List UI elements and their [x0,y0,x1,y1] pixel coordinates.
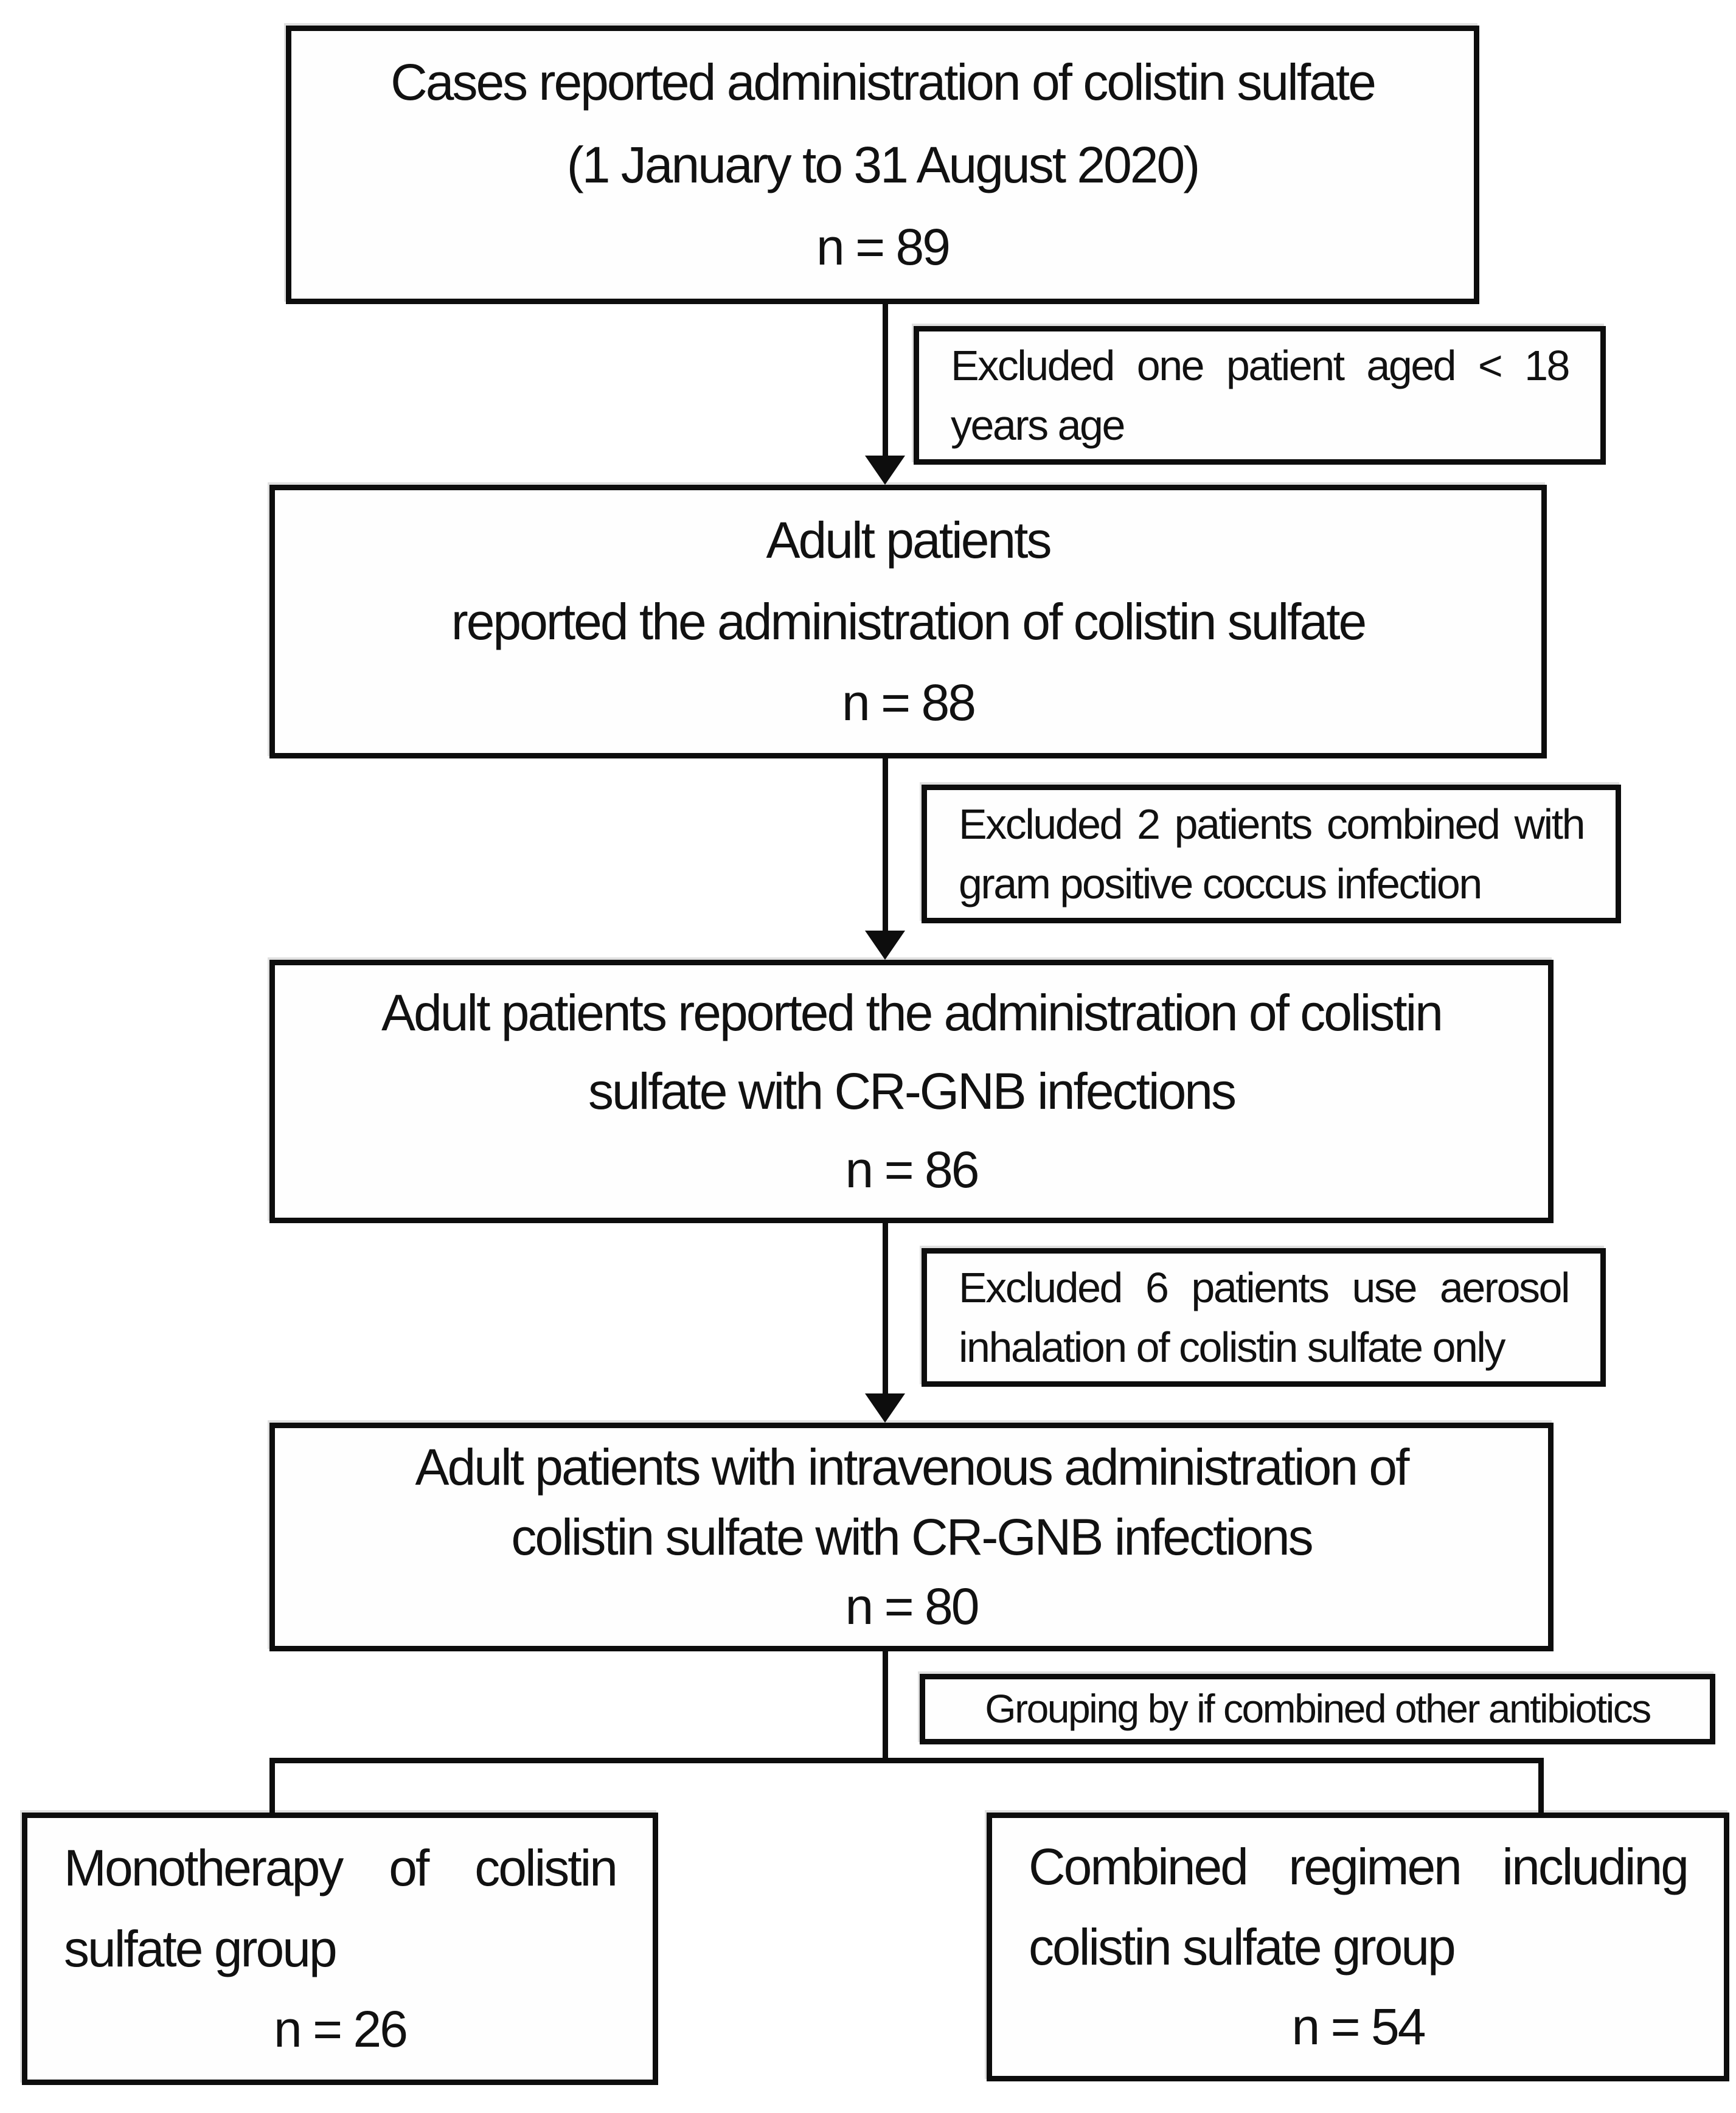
arrow-down-icon [865,931,905,960]
arrow-down-icon [865,1393,905,1423]
branch-stub-right [1538,1758,1544,1816]
box-line: colistin sulfate group [1029,1918,1456,1976]
box-monotherapy-group: Monotherapy of colistin sulfate group n … [22,1813,658,2085]
box-line: Combined regimen including [1029,1838,1689,1896]
box-line: (1 January to 31 August 2020) [566,136,1200,193]
box-line: Cases reported administration of colisti… [391,54,1377,111]
box-line: n = 26 [274,2000,408,2058]
box-line: Monotherapy of colistin [64,1839,618,1896]
box-cases-reported: Cases reported administration of colisti… [286,26,1479,304]
box-adult-patients: Adult patients reported the administrati… [269,485,1547,758]
box-line: Excluded 2 patients combined with [959,800,1586,848]
box-line: Grouping by if combined other antibiotic… [985,1686,1651,1732]
box-line: colistin sulfate with CR-GNB infections [511,1508,1313,1566]
box-line: Adult patients [766,512,1052,569]
box-exclusion-gram-positive: Excluded 2 patients combined with gram p… [922,785,1621,923]
box-line: n = 54 [1291,1997,1426,2055]
box-line: n = 86 [845,1141,980,1199]
arrow-down-icon [865,456,905,485]
box-line: sulfate group [64,1920,338,1977]
box-line: n = 80 [845,1578,980,1636]
box-line: n = 88 [842,673,976,731]
connector-line [883,1651,888,1763]
box-line: inhalation of colistin sulfate only [959,1324,1505,1371]
arrow-line-1 [883,304,888,459]
box-line: years age [951,401,1125,449]
branch-line [269,1758,1544,1763]
box-line: Adult patients reported the administrati… [381,984,1443,1042]
box-grouping-label: Grouping by if combined other antibiotic… [920,1674,1715,1744]
box-line: reported the administration of colistin … [451,592,1367,650]
box-line: n = 89 [816,218,951,276]
arrow-line-3 [883,1223,888,1395]
box-exclusion-age: Excluded one patient aged < 18 years age [914,326,1606,465]
box-line: gram positive coccus infection [959,860,1482,907]
box-exclusion-aerosol: Excluded 6 patients use aerosol inhalati… [922,1248,1606,1387]
box-line: sulfate with CR-GNB infections [588,1063,1237,1120]
box-line: Adult patients with intravenous administ… [415,1438,1410,1496]
box-line: Excluded 6 patients use aerosol [959,1264,1571,1311]
box-line: Excluded one patient aged < 18 [951,342,1571,389]
box-adult-iv-crgnb: Adult patients with intravenous administ… [269,1423,1554,1651]
arrow-line-2 [883,758,888,932]
branch-stub-left [269,1758,275,1816]
box-combined-regimen-group: Combined regimen including colistin sulf… [987,1813,1729,2081]
box-adult-crgnb: Adult patients reported the administrati… [269,960,1554,1223]
